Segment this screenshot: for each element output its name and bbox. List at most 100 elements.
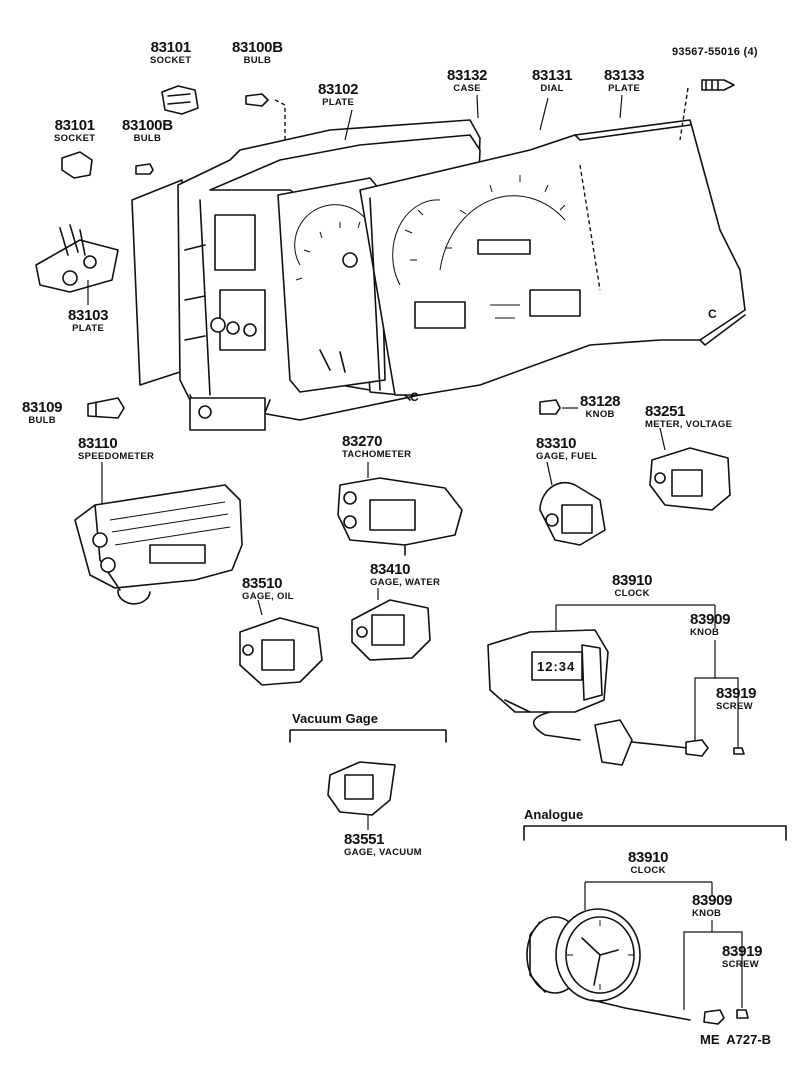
part-number: 83909 [692,892,733,909]
part-name: GAGE, WATER [370,577,441,588]
bulb-83109 [87,397,125,419]
part-number: 83128 [580,393,621,410]
cluster-dial-83131 [359,119,746,401]
label-83310-fuel: 83310 GAGE, FUEL [536,436,597,462]
part-name: METER, VOLTAGE [645,419,733,430]
part-name: GAGE, VACUUM [344,847,422,858]
label-83100b-bulb-left: 83100B BULB [122,118,173,144]
label-83131-dial: 83131 DIAL [532,67,573,94]
part-name: CLOCK [630,865,666,876]
gage-oil-83510 [239,599,323,686]
part-name: KNOB [585,409,615,420]
label-83102-plate: 83102 PLATE [318,81,359,108]
part-name: PLATE [322,97,355,108]
part-number: 83101 [150,39,192,56]
vacuum-gage-83551 [289,729,447,830]
part-name: SOCKET [54,133,96,144]
label-83909-knob-analogue: 83909 KNOB [692,892,733,919]
part-number: 93567-55016 (4) [672,46,758,58]
label-83910-clock-analogue: 83910 CLOCK [628,850,669,876]
label-83133-plate: 83133 PLATE [604,67,645,94]
bulb-83100b-left [135,163,154,175]
label-83919-screw-digital: 83919 SCREW [716,685,757,712]
label-83128-knob: 83128 KNOB [580,393,621,420]
label-83110-speedometer: 83110 SPEEDOMETER [78,436,154,462]
part-number: 83551 [344,831,385,848]
label-83109-bulb: 83109 BULB [22,399,63,426]
part-number: 83310 [536,435,577,452]
part-name: TACHOMETER [342,449,412,460]
section-title-analogue: Analogue [524,807,584,822]
part-number: 83251 [645,403,686,420]
cluster-speedo-dial [277,177,386,393]
label-83103-plate: 83103 PLATE [68,307,109,334]
part-name: KNOB [690,627,720,638]
page-code: ME A727-B [700,1032,772,1047]
part-name: SPEEDOMETER [78,451,155,462]
part-number: 83133 [604,67,645,84]
label-83910-clock-digital: 83910 CLOCK [612,572,653,599]
socket-83101-left [61,151,93,179]
label-83551-vacuum: 83551 GAGE, VACUUM [344,832,422,858]
part-number: 83101 [54,117,96,134]
case-code-label: C [410,390,419,404]
socket-83101-top [161,85,199,115]
bolt-93567 [679,79,735,141]
part-name: BULB [133,133,162,144]
part-number: 83103 [68,307,109,324]
part-name: CASE [453,83,481,94]
part-number: 83510 [242,575,283,592]
part-number: 83110 [78,435,118,452]
label-83251-voltage: 83251 METER, VOLTAGE [645,404,732,430]
part-name: DIAL [540,83,564,94]
knob-83128 [539,399,578,415]
part-name: SOCKET [150,55,192,66]
meter-voltage-83251 [649,427,731,511]
part-number: 83919 [722,943,763,960]
clock-analogue-83910 [523,825,787,1025]
part-name: PLATE [72,323,105,334]
label-83919-screw-analogue: 83919 SCREW [722,943,763,970]
part-name: GAGE, OIL [242,591,294,602]
clock-digital-83910 [487,604,745,766]
part-number: 83132 [447,67,488,84]
clock-display-readout: 12:34 [537,659,576,674]
label-83270-tachometer: 83270 TACHOMETER [342,434,411,460]
label-93567-bolt: 93567-55016 (4) [672,46,758,58]
section-title-vacuum-gage: Vacuum Gage [292,711,378,726]
label-83510-oil: 83510 GAGE, OIL [242,576,294,602]
part-number: 83131 [532,67,573,84]
label-83132-case: 83132 CASE [447,67,488,94]
part-name: CLOCK [614,588,650,599]
part-name: PLATE [608,83,641,94]
label-83101-socket-left: 83101 SOCKET [54,118,95,144]
part-number: 83102 [318,81,359,98]
speedometer-83110 [74,462,243,605]
part-name: SCREW [716,701,753,712]
dial-code-label: C [708,307,717,321]
gage-water-83410 [351,588,431,661]
part-name: BULB [28,415,56,426]
part-number: 83100B [122,117,173,134]
part-number: 83270 [342,433,383,450]
label-83410-water: 83410 GAGE, WATER [370,562,440,588]
part-name: GAGE, FUEL [536,451,598,462]
part-number: 83919 [716,685,757,702]
gage-fuel-83310 [539,461,606,546]
part-number: 83910 [612,572,653,589]
part-number: 83100B [232,39,283,56]
label-83101-socket-top: 83101 SOCKET [150,40,191,66]
plate-83103 [35,224,119,293]
part-number: 83109 [22,399,63,416]
label-83100b-bulb-top: 83100B BULB [232,40,283,66]
label-83909-knob-digital: 83909 KNOB [690,611,731,638]
part-number: 83909 [690,611,731,628]
part-name: KNOB [692,908,722,919]
tachometer-83270 [337,462,463,556]
bulb-83100b-top [245,93,286,140]
part-name: SCREW [722,959,759,970]
part-name: BULB [243,55,272,66]
part-number: 83410 [370,561,411,578]
